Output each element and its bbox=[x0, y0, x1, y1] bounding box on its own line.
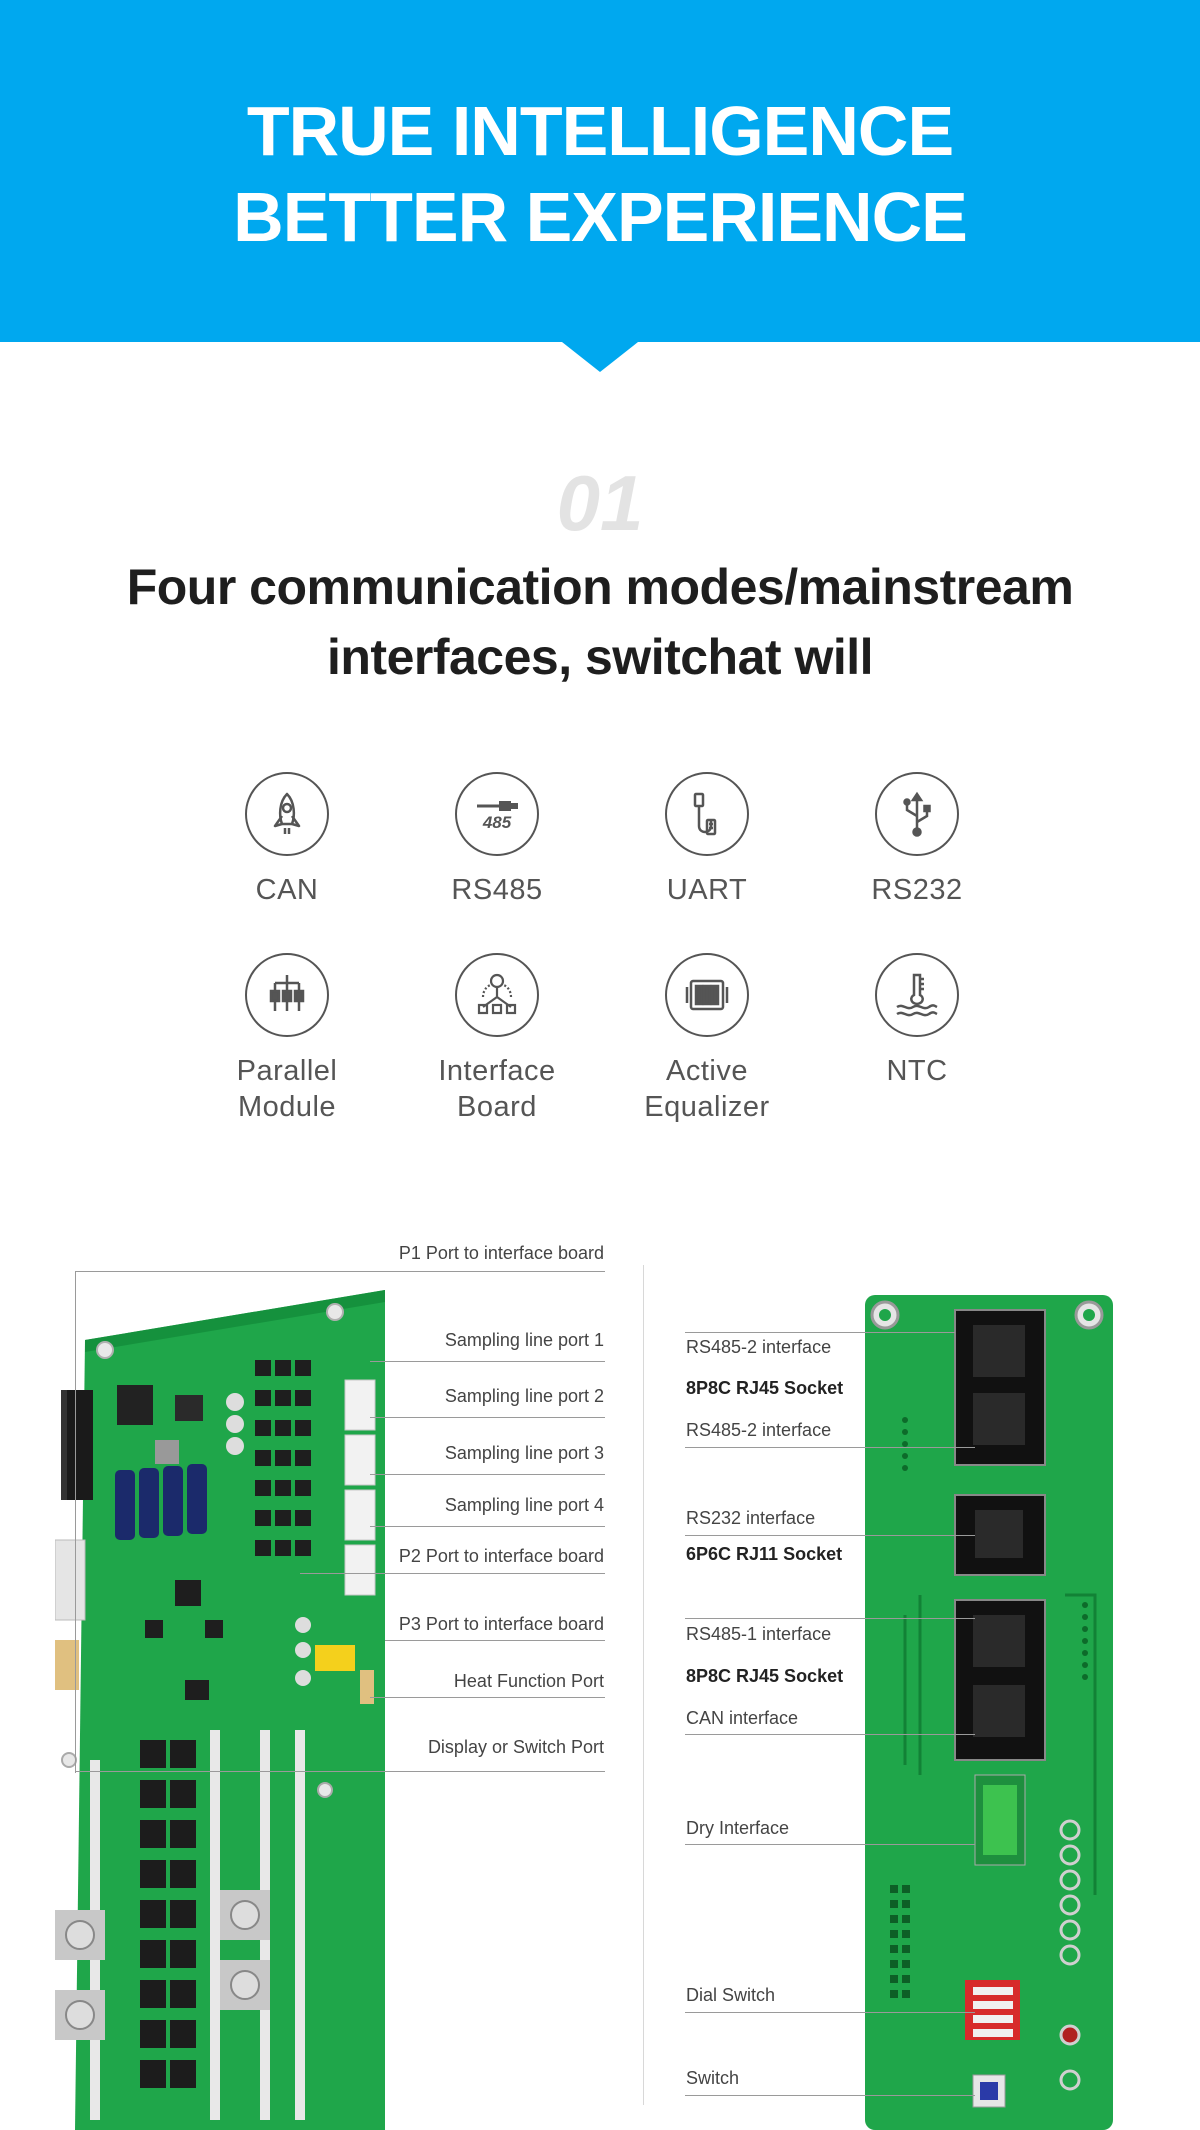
label-rs232-interface: RS232 interface bbox=[686, 1508, 816, 1528]
active-equalizer-icon bbox=[665, 953, 749, 1037]
uart-cable-icon bbox=[665, 772, 749, 856]
callout-line bbox=[685, 1844, 975, 1845]
divider bbox=[643, 1265, 644, 2105]
feature-rs485: 485 RS485 bbox=[397, 772, 597, 908]
callout-line bbox=[370, 1417, 605, 1418]
label-rs485-1-interface: RS485-1 interface bbox=[686, 1624, 832, 1644]
callout-line bbox=[370, 1697, 605, 1698]
section-title: Four communication modes/mainstream inte… bbox=[0, 552, 1200, 692]
banner-title-line2: BETTER EXPERIENCE bbox=[233, 178, 968, 256]
callout-line bbox=[685, 1734, 975, 1735]
callout-line bbox=[685, 1618, 975, 1619]
callout-line bbox=[300, 1573, 605, 1574]
label-rj11-socket: 6P6C RJ11 Socket bbox=[686, 1544, 843, 1564]
label-p2-port: P2 Port to interface board bbox=[398, 1546, 604, 1566]
feature-label: NTC bbox=[886, 1055, 948, 1087]
callout-line bbox=[685, 2095, 975, 2096]
hero-banner: TRUE INTELLIGENCE BETTER EXPERIENCE bbox=[0, 0, 1200, 342]
callout-line bbox=[685, 1535, 975, 1536]
label-rs485-2-top: RS485-2 interface bbox=[686, 1337, 832, 1357]
ntc-thermometer-icon bbox=[875, 953, 959, 1037]
feature-label: RS232 bbox=[871, 874, 963, 906]
section-title-line1: Four communication modes/mainstream bbox=[126, 559, 1074, 615]
label-can-interface: CAN interface bbox=[686, 1708, 799, 1728]
label-rs485-2-bottom: RS485-2 interface bbox=[686, 1420, 832, 1440]
banner-title-line1: TRUE INTELLIGENCE bbox=[246, 92, 954, 170]
parallel-module-icon bbox=[245, 953, 329, 1037]
banner-title: TRUE INTELLIGENCE BETTER EXPERIENCE bbox=[0, 88, 1200, 260]
interface-board-icon bbox=[455, 953, 539, 1037]
section-title-line2: interfaces, switchat will bbox=[326, 629, 874, 685]
svg-text:485: 485 bbox=[482, 813, 512, 832]
rs485-connector-icon: 485 bbox=[455, 772, 539, 856]
usb-icon bbox=[875, 772, 959, 856]
bms-main-board-image bbox=[55, 1290, 385, 2130]
callout-line bbox=[75, 1771, 605, 1772]
interface-board-image bbox=[865, 1295, 1113, 2130]
label-p3-port: P3 Port to interface board bbox=[398, 1614, 604, 1634]
label-sampling-port-3: Sampling line port 3 bbox=[444, 1443, 604, 1463]
label-dry-interface: Dry Interface bbox=[686, 1818, 790, 1838]
callout-line bbox=[370, 1361, 605, 1362]
label-rj45-socket-bottom: 8P8C RJ45 Socket bbox=[686, 1666, 844, 1686]
label-rj45-socket-top: 8P8C RJ45 Socket bbox=[686, 1378, 844, 1398]
feature-rs232: RS232 bbox=[817, 772, 1017, 908]
banner-notch bbox=[562, 342, 638, 372]
feature-label: CAN bbox=[255, 874, 319, 906]
callout-line bbox=[685, 2012, 975, 2013]
callout-line bbox=[385, 1640, 605, 1641]
label-dial-switch: Dial Switch bbox=[686, 1985, 776, 2005]
callout-line bbox=[370, 1526, 605, 1527]
section-number: 01 bbox=[556, 459, 644, 547]
feature-label: RS485 bbox=[451, 874, 543, 906]
label-sampling-port-2: Sampling line port 2 bbox=[444, 1386, 604, 1406]
feature-uart: UART bbox=[607, 772, 807, 908]
label-heat-function-port: Heat Function Port bbox=[453, 1671, 604, 1691]
callout-line bbox=[685, 1447, 975, 1448]
callout-frame-line bbox=[75, 1271, 76, 1773]
label-display-switch-port: Display or Switch Port bbox=[427, 1737, 604, 1757]
callout-line bbox=[370, 1474, 605, 1475]
callout-line bbox=[75, 1271, 605, 1272]
label-sampling-port-1: Sampling line port 1 bbox=[444, 1330, 604, 1350]
rocket-icon bbox=[245, 772, 329, 856]
feature-can: CAN bbox=[187, 772, 387, 908]
feature-ntc: NTC bbox=[817, 953, 1017, 1089]
label-sampling-port-4: Sampling line port 4 bbox=[444, 1495, 604, 1515]
label-p1-port: P1 Port to interface board bbox=[398, 1243, 604, 1263]
label-switch: Switch bbox=[686, 2068, 740, 2088]
callout-line bbox=[685, 1332, 955, 1333]
feature-label: UART bbox=[666, 874, 748, 906]
